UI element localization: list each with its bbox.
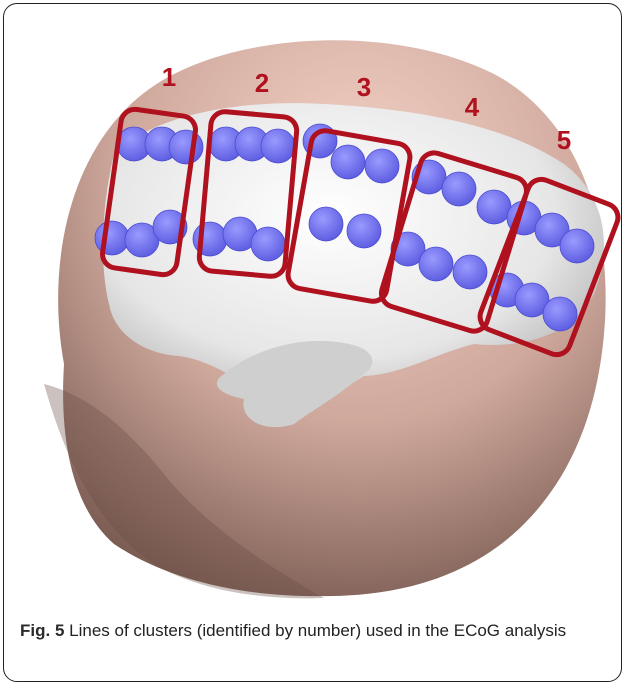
electrode <box>347 214 381 248</box>
cluster-label-1: 1 <box>162 62 176 92</box>
cluster-label-2: 2 <box>255 68 269 98</box>
figure-panel: 1 2 3 4 5 Fig. 5 Lines of clusters (identifi… <box>3 3 622 682</box>
electrode <box>419 247 453 281</box>
ecog-figure: 1 2 3 4 5 <box>4 4 622 604</box>
cluster-label-4: 4 <box>465 92 480 122</box>
electrode <box>543 297 577 331</box>
electrode <box>261 129 295 163</box>
electrode <box>169 130 203 164</box>
electrode <box>331 145 365 179</box>
electrode <box>442 172 476 206</box>
figure-caption: Fig. 5 Lines of clusters (identified by … <box>20 619 610 643</box>
electrode <box>251 227 285 261</box>
electrode <box>560 229 594 263</box>
cluster-label-5: 5 <box>557 125 571 155</box>
caption-text: Lines of clusters (identified by number)… <box>69 621 566 640</box>
electrode <box>309 207 343 241</box>
electrode <box>453 255 487 289</box>
cluster-label-3: 3 <box>357 72 371 102</box>
electrode <box>477 190 511 224</box>
caption-label: Fig. 5 <box>20 621 64 640</box>
electrode <box>95 221 129 255</box>
electrode <box>365 149 399 183</box>
